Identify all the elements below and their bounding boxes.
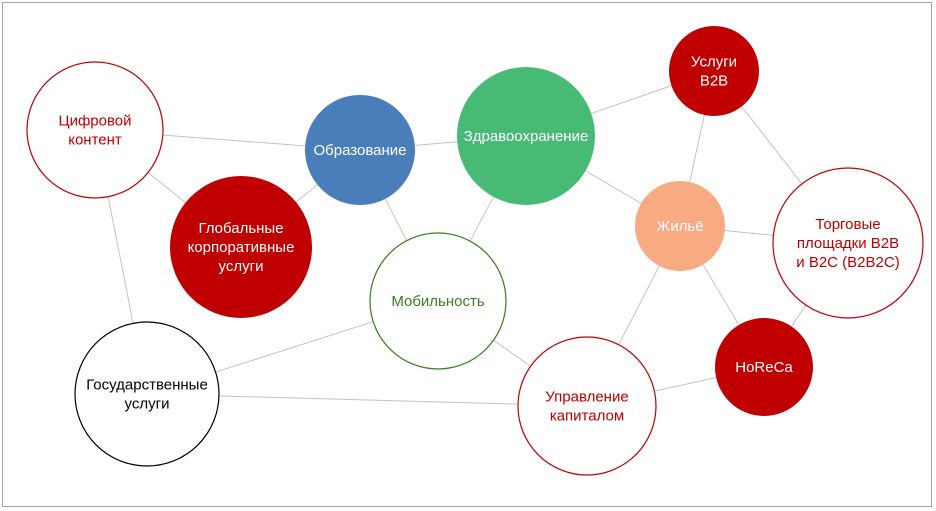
node-label-gov: Государственные услуги <box>86 377 208 413</box>
node-circle-mobility <box>369 232 507 370</box>
node-label-line: капиталом <box>550 408 624 425</box>
node-label-line: B2B <box>700 73 728 90</box>
node-circle-b2b <box>669 26 759 116</box>
node-gov: Государственные услуги <box>74 321 220 467</box>
node-label-digital: Цифровой контент <box>58 113 131 149</box>
node-label-line: корпоративные <box>188 239 295 256</box>
node-mobility: Мобильность <box>369 232 507 370</box>
node-label-line: и B2C (B2B2C) <box>796 254 899 271</box>
node-label-line: Образование <box>314 142 407 159</box>
node-label-line: Торговые <box>815 216 880 233</box>
node-label-line: услуги <box>125 396 170 413</box>
node-label-mobility: Мобильность <box>391 293 485 310</box>
node-label-line: услуги <box>219 258 264 275</box>
node-circle-global <box>170 176 312 318</box>
node-label-line: Государственные <box>86 377 208 394</box>
node-marketplaces: Торговые площадки B2B и B2C (B2B2C) <box>772 167 924 319</box>
node-capital: Управление капиталом <box>517 336 657 476</box>
node-circle-health <box>457 67 595 205</box>
node-circle-education <box>305 95 415 205</box>
node-label-global: Глобальные корпоративные услуги <box>188 220 295 275</box>
node-horeca: HoReCa <box>715 318 813 416</box>
node-circle-capital <box>517 336 657 476</box>
node-label-line: HoReCa <box>735 359 793 376</box>
node-circle-gov <box>74 321 220 467</box>
node-label-line: Здравоохранение <box>464 128 589 145</box>
node-label-line: Услуги <box>691 54 737 71</box>
node-health: Здравоохранение <box>457 67 595 205</box>
node-circle-marketplaces <box>772 167 924 319</box>
node-label-education: Образование <box>314 142 407 159</box>
node-label-health: Здравоохранение <box>464 128 589 145</box>
node-global: Глобальные корпоративные услуги <box>170 176 312 318</box>
node-digital: Цифровой контент <box>26 61 164 199</box>
node-housing: Жильё <box>635 181 725 271</box>
node-label-line: Управление <box>545 389 628 406</box>
node-label-line: Мобильность <box>391 293 485 310</box>
node-label-housing: Жильё <box>656 218 703 235</box>
node-circle-digital <box>26 61 164 199</box>
node-label-marketplaces: Торговые площадки B2B и B2C (B2B2C) <box>796 216 899 271</box>
node-education: Образование <box>305 95 415 205</box>
node-label-capital: Управление капиталом <box>545 389 628 425</box>
node-label-line: контент <box>68 132 122 149</box>
node-circle-horeca <box>715 318 813 416</box>
node-label-line: Глобальные <box>198 220 283 237</box>
edge-gov-capital <box>146 393 588 407</box>
node-label-line: Цифровой <box>58 113 131 130</box>
node-circle-housing <box>635 181 725 271</box>
node-label-line: площадки B2B <box>797 235 899 252</box>
node-label-horeca: HoReCa <box>735 359 793 376</box>
node-label-line: Жильё <box>656 218 703 235</box>
